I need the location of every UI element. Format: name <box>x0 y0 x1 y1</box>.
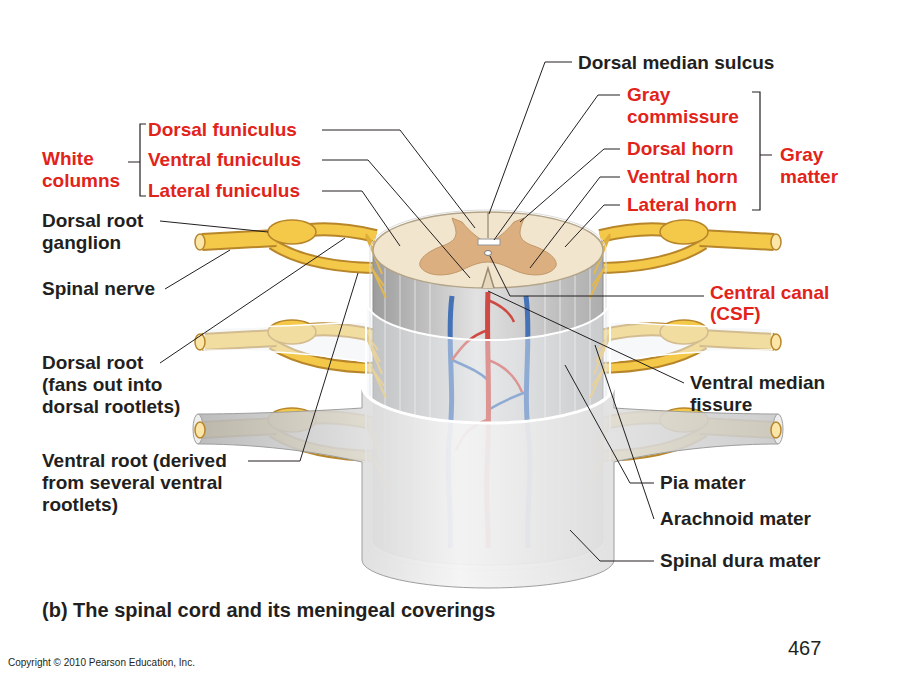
leader-line <box>520 149 620 222</box>
white-column-part: Lateral funiculus <box>148 180 300 202</box>
meninx-label: Arachnoid mater <box>660 508 811 530</box>
leader-line <box>160 238 345 363</box>
arachnoid-mater <box>204 322 366 362</box>
structure-label: Spinal nerve <box>42 278 155 300</box>
spinal-dura-mater <box>362 385 614 423</box>
structure-label: Dorsal root (fans out into dorsal rootle… <box>42 352 192 418</box>
leader-line <box>595 345 654 519</box>
leader-line <box>490 256 704 296</box>
leader-line <box>322 160 470 278</box>
leader-line <box>322 130 475 228</box>
leader-line <box>160 221 268 232</box>
figure-caption: (b) The spinal cord and its meningeal co… <box>42 598 495 622</box>
meninx-label: Pia mater <box>660 472 746 494</box>
structure-label: Dorsal root ganglion <box>42 210 192 254</box>
leader-line <box>494 95 620 240</box>
leader-line <box>322 191 400 246</box>
gray-matter-part: Ventral horn <box>627 166 738 188</box>
leader-line <box>530 177 620 268</box>
group-label: Gray matter <box>780 144 860 188</box>
copyright-note: Copyright © 2010 Pearson Education, Inc. <box>8 657 195 669</box>
white-column-part: Ventral funiculus <box>148 149 301 171</box>
page-number: 467 <box>788 637 821 659</box>
structure-label: Ventral root (derived from several ventr… <box>42 450 242 516</box>
leader-line <box>489 62 572 214</box>
gray-matter-part: Gray commissure <box>627 84 767 128</box>
white-columns-bracket <box>128 124 146 196</box>
structure-label: Dorsal median sulcus <box>578 52 774 74</box>
white-column-part: Dorsal funiculus <box>148 119 297 141</box>
gray-matter-part: Dorsal horn <box>627 138 734 160</box>
meninx-label: Spinal dura mater <box>660 550 821 572</box>
nerve-cut-end <box>195 422 781 438</box>
leader-line <box>565 205 620 247</box>
leader-line <box>565 365 654 483</box>
leader-line <box>488 291 684 383</box>
nerve-cut-end <box>195 334 781 350</box>
structure-label: Central canal (CSF) <box>710 282 860 324</box>
leader-line <box>165 250 230 289</box>
gray-matter-bracket <box>752 92 772 210</box>
group-label: White columns <box>42 148 137 192</box>
arachnoid-mater <box>610 322 772 362</box>
leader-line <box>248 273 358 461</box>
structure-label: Ventral median fissure <box>690 372 860 416</box>
leader-line <box>570 530 654 561</box>
gray-matter-part: Lateral horn <box>627 194 737 216</box>
